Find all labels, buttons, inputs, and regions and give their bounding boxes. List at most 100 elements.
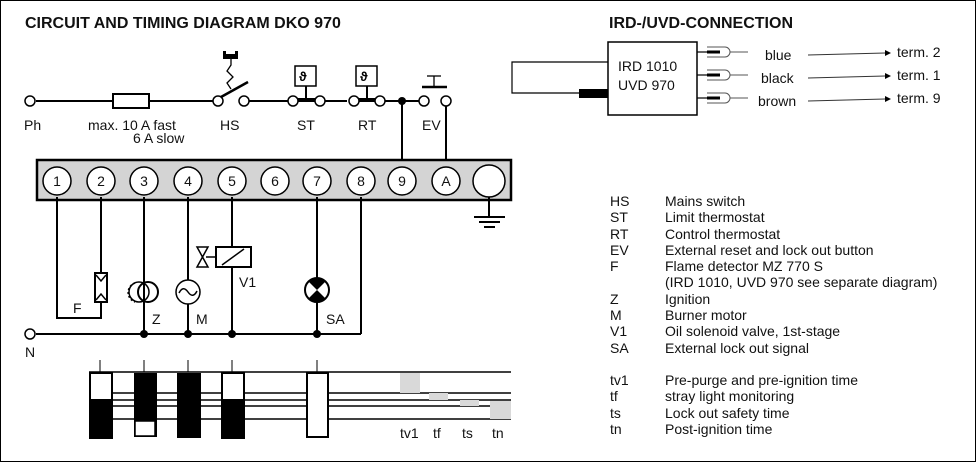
terminal-earth — [472, 164, 506, 198]
svg-text:ϑ: ϑ — [360, 69, 368, 84]
solenoid-valve-icon — [195, 246, 252, 268]
legend-abbr: HS — [610, 193, 630, 209]
terminal-label: 4 — [184, 173, 192, 189]
shade-tv1 — [400, 373, 420, 393]
fuse-label-line1: max. 10 A fast — [88, 117, 176, 133]
fuse-label-line2: 6 A slow — [133, 130, 185, 146]
label-rt: RT — [358, 117, 377, 133]
wire-terminal-2: term. 2 — [897, 44, 941, 60]
legend-desc: External lock out signal — [665, 339, 809, 356]
neutral-junctions — [140, 330, 321, 338]
legend-abbr: V1 — [610, 323, 628, 340]
legend-abbr: ts — [610, 404, 621, 421]
legend-abbr: tn — [610, 420, 622, 437]
legend-row: tn Post-ignition time — [610, 421, 858, 437]
shade-ts — [460, 400, 479, 406]
legend-desc: Post-ignition time — [665, 420, 773, 437]
connector-black — [697, 69, 891, 81]
legend-desc: Flame detector MZ 770 S — [665, 258, 823, 275]
terminal-label: 3 — [140, 173, 148, 189]
phase-terminal — [24, 95, 36, 107]
label-sa: SA — [326, 311, 345, 327]
legend-abbr: SA — [610, 339, 629, 356]
connection-title: IRD-/UVD-CONNECTION — [609, 15, 793, 32]
terminal-label: 5 — [228, 173, 236, 189]
legend-abbr: RT — [610, 225, 629, 242]
wire-color-blue: blue — [765, 47, 792, 63]
phase-label: Ph — [24, 117, 41, 133]
wire-color-brown: brown — [758, 93, 796, 109]
legend-row: EV External reset and lock out button — [610, 242, 937, 258]
neutral-terminal — [24, 328, 36, 340]
ground-icon — [474, 197, 505, 228]
terminal-8: 8 — [346, 166, 376, 196]
wire-terminal-1: term. 1 — [897, 67, 941, 83]
terminal-group: 1 2 3 4 5 6 7 8 9 A — [42, 164, 506, 198]
legend-row: RT Control thermostat — [610, 226, 937, 242]
timing-bar-f — [89, 372, 113, 439]
legend-row: F Flame detector MZ 770 S — [610, 258, 937, 274]
label-st: ST — [297, 117, 315, 133]
terminal-label: 2 — [97, 173, 105, 189]
terminal-label: 7 — [313, 173, 321, 189]
terminal-label: 9 — [398, 173, 406, 189]
terminal-6: 6 — [260, 166, 290, 196]
terminal-label: A — [441, 173, 451, 189]
label-z: Z — [152, 311, 161, 327]
terminal-A: A — [431, 166, 461, 196]
motor-icon — [175, 279, 201, 305]
legend-abbr: tf — [610, 388, 618, 405]
signal-lamp-icon — [304, 277, 330, 303]
timing-bar-sa — [306, 372, 329, 438]
wire-connectors — [697, 46, 891, 104]
legend-desc: (IRD 1010, UVD 970 see separate diagram) — [665, 274, 938, 291]
legend-desc: Limit thermostat — [665, 209, 765, 226]
reset-button-icon — [418, 75, 452, 107]
terminal-5: 5 — [217, 166, 247, 196]
ignition-transformer-icon — [127, 281, 159, 303]
legend-abbr: ST — [610, 209, 628, 226]
label-ev: EV — [422, 117, 441, 133]
terminal-label: 1 — [53, 173, 61, 189]
legend-desc: External reset and lock out button — [665, 241, 874, 258]
legend-desc: Oil solenoid valve, 1st-stage — [665, 323, 841, 340]
legend-row: V1 Oil solenoid valve, 1st-stage — [610, 323, 937, 339]
label-v1: V1 — [239, 274, 256, 290]
legend-row: ts Lock out safety time — [610, 405, 858, 421]
legend-abbr: EV — [610, 241, 629, 258]
legend-desc: stray light monitoring — [665, 388, 795, 405]
legend-row: tf stray light monitoring — [610, 388, 858, 404]
mains-switch-icon — [212, 51, 250, 107]
connector-brown — [697, 92, 891, 104]
wire-color-black: black — [761, 70, 795, 86]
limit-thermostat-icon: ϑ — [287, 65, 326, 107]
legend-abbr: F — [610, 258, 619, 275]
legend-desc: Lock out safety time — [665, 404, 790, 421]
terminal-3: 3 — [129, 166, 159, 196]
timing-label-tf: tf — [433, 425, 441, 441]
neutral-label: N — [25, 344, 35, 360]
legend-desc: Control thermostat — [665, 225, 781, 242]
device-line1: IRD 1010 — [618, 58, 677, 74]
shade-tn — [490, 401, 511, 419]
fuse-icon — [112, 93, 150, 109]
control-thermostat-icon: ϑ — [348, 65, 386, 107]
load-wiring — [36, 197, 362, 335]
legend-desc: Burner motor — [665, 307, 747, 324]
label-m: M — [196, 311, 208, 327]
svg-text:ϑ: ϑ — [299, 69, 307, 84]
legend-desc: Ignition — [665, 290, 711, 307]
terminal-7: 7 — [302, 166, 332, 196]
legend-abbr: tv1 — [610, 372, 629, 388]
timing-label-tn: tn — [492, 425, 504, 441]
legend-row: (IRD 1010, UVD 970 see separate diagram) — [610, 274, 937, 290]
device-line2: UVD 970 — [618, 77, 675, 93]
terminal-2: 2 — [86, 166, 116, 196]
flame-detector-icon — [94, 272, 108, 303]
